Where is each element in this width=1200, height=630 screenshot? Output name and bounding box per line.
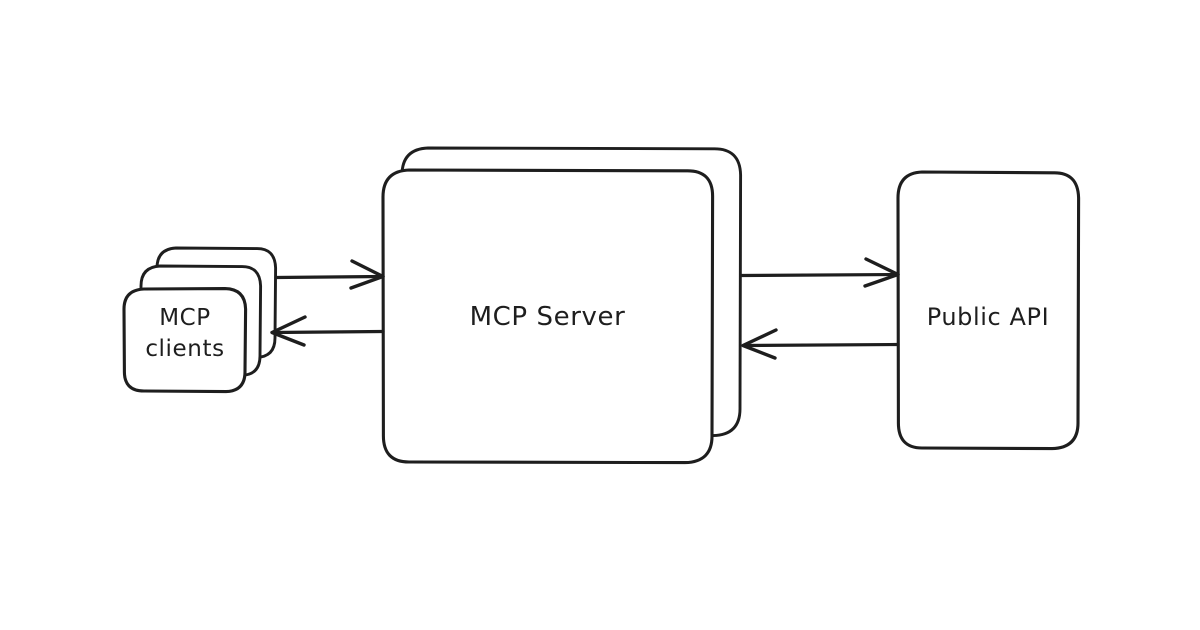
mcp-server-card-front <box>381 168 715 465</box>
edge-server-to-api-shaft <box>739 272 900 278</box>
node-mcp-server[interactable] <box>381 146 743 465</box>
node-public-api[interactable] <box>896 170 1081 451</box>
edge-server-to-api-arrowhead <box>863 257 900 288</box>
edge-server-to-clients-shaft <box>271 329 385 335</box>
edge-api-to-server <box>741 328 900 360</box>
edge-clients-to-server-arrowhead <box>349 259 385 290</box>
edge-server-to-clients <box>270 315 385 347</box>
edge-api-to-server-shaft <box>742 342 900 348</box>
mcp-clients-card-front <box>122 287 248 394</box>
public-api-card <box>896 170 1081 451</box>
edge-server-to-api <box>739 257 900 288</box>
edge-api-to-server-arrowhead <box>741 328 778 360</box>
mcp-clients-label: MCP clients <box>145 305 225 362</box>
edge-clients-to-server <box>274 259 385 290</box>
node-mcp-clients[interactable] <box>122 246 278 394</box>
public-api-label: Public API <box>926 303 1050 331</box>
edge-server-to-clients-arrowhead <box>270 315 307 347</box>
edge-clients-to-server-shaft <box>274 274 385 280</box>
mcp-server-label: MCP Server <box>469 302 626 332</box>
